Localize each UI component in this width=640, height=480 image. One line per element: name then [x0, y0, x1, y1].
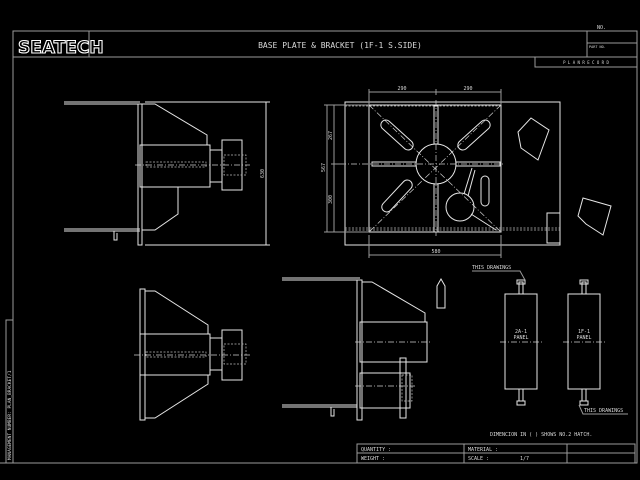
dimensions-side-height: 630: [260, 169, 266, 178]
sheet-frame: [0, 30, 638, 464]
side-view-top: 630: [64, 101, 270, 246]
seatech-logo: SEATECH: [17, 37, 104, 58]
dimensions-top-right: 290: [463, 86, 472, 92]
dimensions-left-upper: 267: [328, 131, 334, 140]
table-scale-label: SCALE :: [468, 456, 489, 462]
drawing-title: BASE PLATE & BRACKET (1F-1 S.SIDE): [258, 41, 422, 50]
info-table: QUANTITY : MATERIAL : WEIGHT : SCALE : 1…: [356, 443, 636, 464]
panels-1-label-line1: 1F-1: [578, 329, 590, 335]
table-quantity-label: QUANTITY :: [361, 447, 391, 453]
table-material-label: MATERIAL :: [468, 447, 498, 453]
side-view-bottom-left: [134, 288, 250, 421]
dimensions-left-lower: 300: [328, 195, 334, 204]
dimensions-top-left: 290: [397, 86, 406, 92]
panels-0-label-line1: 2A-1: [515, 329, 527, 335]
dimensions-bottom: 580: [431, 249, 440, 255]
dimensions-left-overall: 567: [321, 163, 327, 172]
table-weight-label: WEIGHT :: [361, 456, 385, 462]
part-no-label: PART NO.: [589, 45, 606, 49]
plan-view: 290 290 580 567 267 300: [321, 86, 612, 258]
management-number: MANAGEMENT NUMBER: PLAN_BRACKET/1: [7, 370, 13, 460]
plan-record-label: P L A N R E C O R D: [563, 60, 609, 65]
side-view-bottom-middle: [282, 277, 446, 421]
no-label: NO.: [597, 25, 606, 31]
dimension-note: DIMENCION IN ( ) SHOWS NO.2 HATCH.: [490, 432, 592, 438]
panel-diagram: 2A-1 PANEL 1F-1 PANEL THIS DRAWINGS THIS…: [472, 265, 628, 415]
table-scale-value: 1/7: [520, 456, 529, 462]
title-block-logo: SEATECH: [18, 38, 104, 58]
this-drawings-callout-top: THIS DRAWINGS: [472, 265, 511, 271]
panels-0-label-line2: PANEL: [513, 335, 528, 341]
this-drawings-callout-bottom: THIS DRAWINGS: [584, 408, 623, 414]
panels-1-label-line2: PANEL: [576, 335, 591, 341]
